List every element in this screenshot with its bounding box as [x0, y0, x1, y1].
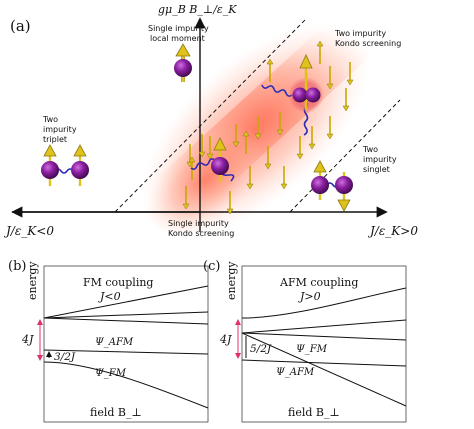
boundary-line-left	[114, 19, 306, 213]
conduction-spin-arrows	[182, 40, 354, 215]
label-two-kondo-screening: Two impurity Kondo screening	[334, 29, 401, 48]
conduction-spin-arrowhead	[266, 58, 274, 65]
panel-c-x-label: field B_⊥	[288, 406, 340, 419]
svg-text:Two impurity: Two impurity	[334, 29, 386, 38]
svg-text:Single impurity: Single impurity	[168, 219, 229, 228]
conduction-spin-arrowhead	[242, 130, 250, 137]
panel-b: (b) energy FM coupling J<0 4J 3/2J Ψ_AFM…	[8, 259, 209, 423]
panel-c-levels	[241, 287, 407, 407]
conduction-spin-arrowhead	[276, 129, 284, 136]
panel-b-condition: J<0	[98, 290, 121, 303]
conduction-spin-arrowhead	[226, 208, 234, 215]
conduction-spin-arrowhead	[246, 183, 254, 190]
panel-b-label: (b)	[8, 259, 26, 274]
svg-text:impurity: impurity	[43, 125, 77, 134]
svg-text:triplet: triplet	[43, 135, 67, 144]
conduction-spin-arrowhead	[342, 105, 350, 112]
conduction-spin-arrowhead	[296, 153, 304, 160]
panel-c-state-lower: Ψ_AFM	[276, 367, 315, 378]
panel-c-title: AFM coupling	[279, 276, 358, 289]
panel-b-frame	[43, 265, 209, 423]
label-two-impurity-triplet: Two impurity triplet	[42, 115, 77, 144]
panel-b-levels	[43, 285, 209, 409]
panel-c-state-upper: Ψ_FM	[296, 344, 328, 355]
conduction-spin-arrowhead	[346, 79, 354, 86]
conduction-spin-arrowhead	[326, 133, 334, 140]
conduction-spin-arrowhead	[182, 203, 190, 210]
panel-c-frame	[241, 265, 407, 423]
svg-text:singlet: singlet	[363, 165, 390, 174]
impurity-spins	[41, 43, 353, 212]
y-axis-label: gμ_B B_⊥/ε_K	[158, 3, 237, 16]
panel-b-title: FM coupling	[83, 276, 153, 289]
panel-c-gap-outer: 4J	[219, 333, 232, 346]
conduction-spin-arrowhead	[188, 156, 196, 163]
panel-b-x-label: field B_⊥	[90, 406, 142, 419]
singlet-pair	[311, 160, 353, 212]
panel-c-label: (c)	[203, 259, 220, 274]
panel-b-gap-inner: 3/2J	[54, 351, 76, 363]
panel-b-state-lower: Ψ_FM	[95, 368, 127, 379]
panel-b-y-label: energy	[26, 261, 39, 300]
svg-text:Single impurity: Single impurity	[148, 24, 209, 33]
panel-a: (a) gμ_B B_⊥/ε_K J/ε_K<0 J/ε_K>0 Single …	[3, 3, 418, 238]
x-axis-right-label: J/ε_K>0	[367, 224, 418, 238]
conduction-spin-arrowhead	[198, 151, 206, 158]
single-kondo-spin	[211, 137, 229, 182]
panel-c-condition: J>0	[298, 290, 321, 303]
label-single-kondo-screening: Single impurity Kondo screening	[168, 219, 234, 238]
conduction-spin-arrowhead	[326, 83, 334, 90]
panel-a-label: (a)	[10, 17, 31, 35]
svg-text:local moment: local moment	[150, 34, 205, 43]
conduction-spin-arrowhead	[280, 183, 288, 190]
local-moment-spin	[174, 43, 192, 82]
svg-text:Two: Two	[42, 115, 58, 124]
panel-c: (c) energy AFM coupling J>0 4J 5/2J Ψ_FM…	[203, 259, 407, 423]
conduction-spin-arrowhead	[206, 153, 214, 160]
svg-text:impurity: impurity	[363, 155, 397, 164]
boundary-line-right	[289, 99, 401, 213]
panel-b-gap-outer: 4J	[21, 333, 34, 346]
svg-text:Kondo screening: Kondo screening	[335, 39, 401, 48]
panel-c-y-label: energy	[225, 261, 238, 300]
label-single-local-moment: Single impurity local moment	[148, 24, 209, 43]
svg-text:Two: Two	[362, 145, 378, 154]
conduction-spin-arrowhead	[264, 163, 272, 170]
conduction-spin-arrowhead	[254, 133, 262, 140]
panel-b-state-upper: Ψ_AFM	[95, 337, 134, 348]
x-axis-left-label: J/ε_K<0	[3, 224, 54, 238]
svg-text:Kondo screening: Kondo screening	[168, 229, 234, 238]
conduction-spin-arrowhead	[316, 40, 324, 47]
two-impurity-kondo-pair	[288, 54, 324, 113]
label-two-impurity-singlet: Two impurity singlet	[362, 145, 397, 174]
panel-c-gap-inner: 5/2J	[250, 343, 272, 355]
triplet-pair	[41, 144, 89, 186]
conduction-spin-arrowhead	[308, 143, 316, 150]
conduction-spin-arrowhead	[232, 141, 240, 148]
